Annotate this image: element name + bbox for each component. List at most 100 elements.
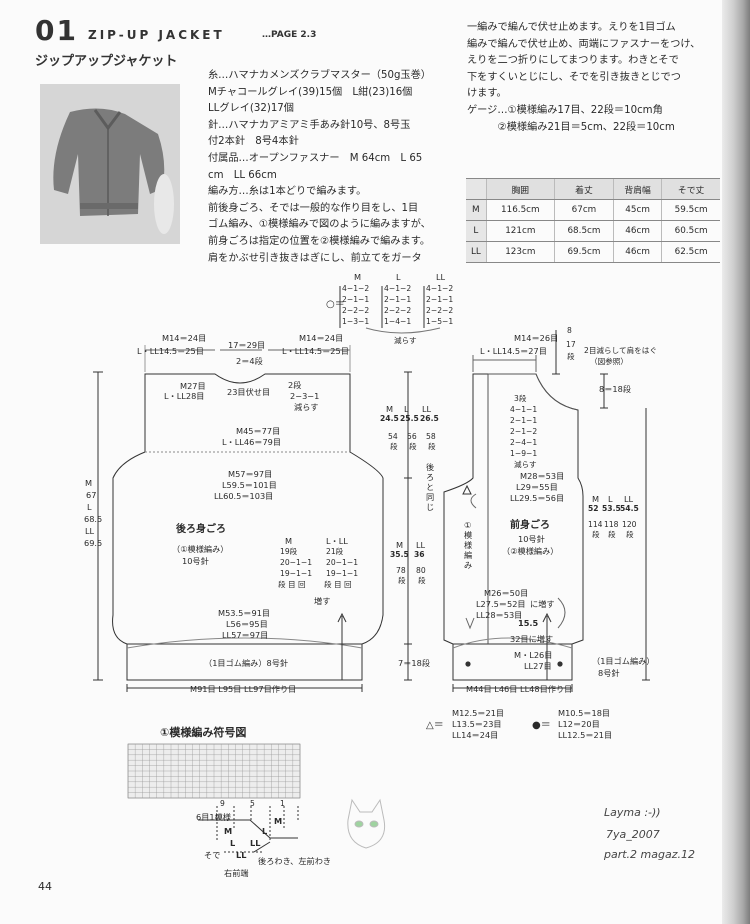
dot-key-symbol: ●＝ xyxy=(532,720,551,731)
back-neck-stitches: M27目 xyxy=(180,381,206,391)
chart-size: M xyxy=(274,816,283,826)
table-cell: LL xyxy=(466,241,487,263)
table-cell xyxy=(466,178,487,200)
jacket-photo xyxy=(40,84,180,244)
mid-rows: 56 xyxy=(407,432,417,441)
mid-size-head: L xyxy=(404,404,409,414)
back-decrease-note: 減らす xyxy=(294,402,319,412)
materials-line: Mチャコールグレイ(39)15個 L紺(23)16個 xyxy=(208,86,413,98)
table-row: L 121cm 68.5cm 46cm 60.5cm xyxy=(466,220,720,242)
decrease-key-label: 減らす xyxy=(394,336,417,345)
dot-key-row: LL12.5＝21目 xyxy=(558,730,613,740)
gauge-line: ②模様編み21目＝5cm、22段＝10cm xyxy=(467,121,675,133)
front-dec: 2−1−2 xyxy=(510,427,538,436)
decrease-key-cell: 1−3−1 xyxy=(342,317,370,326)
back-cast-on: M91目 L95目 LL97目作り目 xyxy=(190,684,297,694)
materials-line: 付2本針 8号4本針 xyxy=(208,136,299,148)
dot-key-row: L12＝20目 xyxy=(558,719,600,729)
instruction-line: えりを二つ折りにしてまつります。わきとそで xyxy=(467,55,679,67)
materials-line: LLグレイ(32)17個 xyxy=(208,103,294,115)
table-cell: 116.5cm xyxy=(485,199,555,221)
back-stitch: （①模様編み） xyxy=(172,544,229,554)
back-decrease-note: 2段 xyxy=(288,380,302,390)
back-inc-cell: 19−1−1 xyxy=(280,569,313,578)
front-dec: 1−9−1 xyxy=(510,449,538,458)
back-neck-label: 17＝29目 xyxy=(228,340,266,350)
table-cell: M xyxy=(466,199,487,221)
back-decrease-note: 2−3−1 xyxy=(290,391,320,401)
front-dec: 2−1−1 xyxy=(510,416,538,425)
decrease-key-cell: 1−4−1 xyxy=(384,317,412,326)
gauge-line: ゲージ…①模様編み17目、22段＝10cm角 xyxy=(467,104,663,116)
chart-title: ①模様編み符号図 xyxy=(160,726,247,739)
pattern-number: 01 xyxy=(35,14,78,47)
instructions-text: 一編みで編んで伏せ止めます。えりを1目ゴム 編みで編んで伏せ止め、両端にファスナ… xyxy=(467,20,715,136)
front-height-rows: 120 xyxy=(622,520,637,529)
back-length-label: M xyxy=(85,478,93,488)
dot-key-row: M10.5＝18目 xyxy=(558,708,611,718)
materials-line: cm LL 66cm xyxy=(208,169,277,181)
chart-col-number: 9 xyxy=(220,799,225,808)
front-inc: L27.5＝52目 xyxy=(476,599,526,609)
front-height-head: M xyxy=(592,494,600,504)
front-stitch1: ①模様編み xyxy=(464,520,473,570)
decrease-key-cell: 1−5−1 xyxy=(426,317,454,326)
front-stitch2: （②模様編み） xyxy=(502,546,559,556)
pattern-title: ZIP-UP JACKET xyxy=(88,28,225,42)
back-neck-rows: 2＝4段 xyxy=(236,356,263,366)
instruction-line: けます。 xyxy=(467,88,507,100)
mid-rows: 54 xyxy=(388,432,398,441)
chart-size: LL xyxy=(250,838,261,848)
front-rib-needle: 8号針 xyxy=(598,668,620,678)
decrease-key-cell: 2−2−2 xyxy=(384,306,412,315)
front-height-head: L xyxy=(608,494,613,504)
back-bindoff: 23目伏せ目 xyxy=(227,387,271,397)
front-needle: 10号針 xyxy=(518,534,545,544)
decrease-key-col: M xyxy=(354,272,362,282)
front-ll: LL27目 xyxy=(524,661,552,671)
chart-sleeve: そで xyxy=(204,850,221,860)
chart-repeat: 6目1模様 xyxy=(196,812,231,822)
front-height-rows: 114 xyxy=(588,520,603,529)
table-header-row: 胸囲 着丈 背肩幅 そで丈 xyxy=(466,178,720,200)
triangle-key-row: LL14＝24目 xyxy=(452,730,499,740)
decrease-key-cell: 4−1−2 xyxy=(384,284,412,293)
back-hip-label: LL57＝97目 xyxy=(222,630,269,640)
table-cell: そで丈 xyxy=(661,178,720,200)
decrease-key-cell: 2−2−2 xyxy=(426,306,454,315)
materials-line: 糸…ハマナカメンズクラブマスター（50g玉巻） xyxy=(208,70,431,81)
decrease-key-col: LL xyxy=(436,272,446,282)
materials-line: ゴム編み、①模様編みで図のように編みますが、 xyxy=(208,219,431,231)
decrease-key-symbol: ○＝ xyxy=(326,299,345,310)
back-inc-label: 増す xyxy=(314,596,331,606)
back-inc-cell: 段 目 回 xyxy=(324,580,352,589)
materials-line: 肩をかぶせ引き抜きはぎにし、前立てをガータ xyxy=(208,252,422,264)
decrease-key-cell: 4−1−2 xyxy=(342,284,370,293)
table-cell: 121cm xyxy=(485,220,555,242)
back-needle: 10号針 xyxy=(182,556,209,566)
front-piece-name: 前身ごろ xyxy=(510,520,550,531)
front-height-head: LL xyxy=(624,494,634,504)
front-height: 52 xyxy=(588,504,599,513)
lower-rows: 段 xyxy=(418,576,426,585)
front-inc-note: に増す xyxy=(530,599,555,609)
front-top-rows: 段 xyxy=(567,352,575,361)
triangle-key-row: L13.5＝23目 xyxy=(452,719,502,729)
lower-size-head: M xyxy=(396,540,404,550)
table-cell: 62.5cm xyxy=(661,241,720,263)
decrease-key-col: L xyxy=(396,272,401,282)
back-yoke-label: L・LL46＝79目 xyxy=(222,437,282,447)
front-height-rows: 段 xyxy=(608,530,616,539)
decrease-key-cell: 2−1−1 xyxy=(342,295,370,304)
lower-rows: 80 xyxy=(416,566,426,575)
decrease-key-cell: 2−1−1 xyxy=(384,295,412,304)
lower-size-head: LL xyxy=(416,540,426,550)
front-chest: M28＝53目 xyxy=(520,471,565,481)
front-dec: 2−4−1 xyxy=(510,438,538,447)
pattern-subtitle: ジップアップジャケット xyxy=(35,54,178,69)
table-cell: 60.5cm xyxy=(661,220,720,242)
page-number: 44 xyxy=(38,880,52,893)
back-length-label: LL xyxy=(85,526,95,536)
front-inc: M26＝50目 xyxy=(484,588,529,598)
